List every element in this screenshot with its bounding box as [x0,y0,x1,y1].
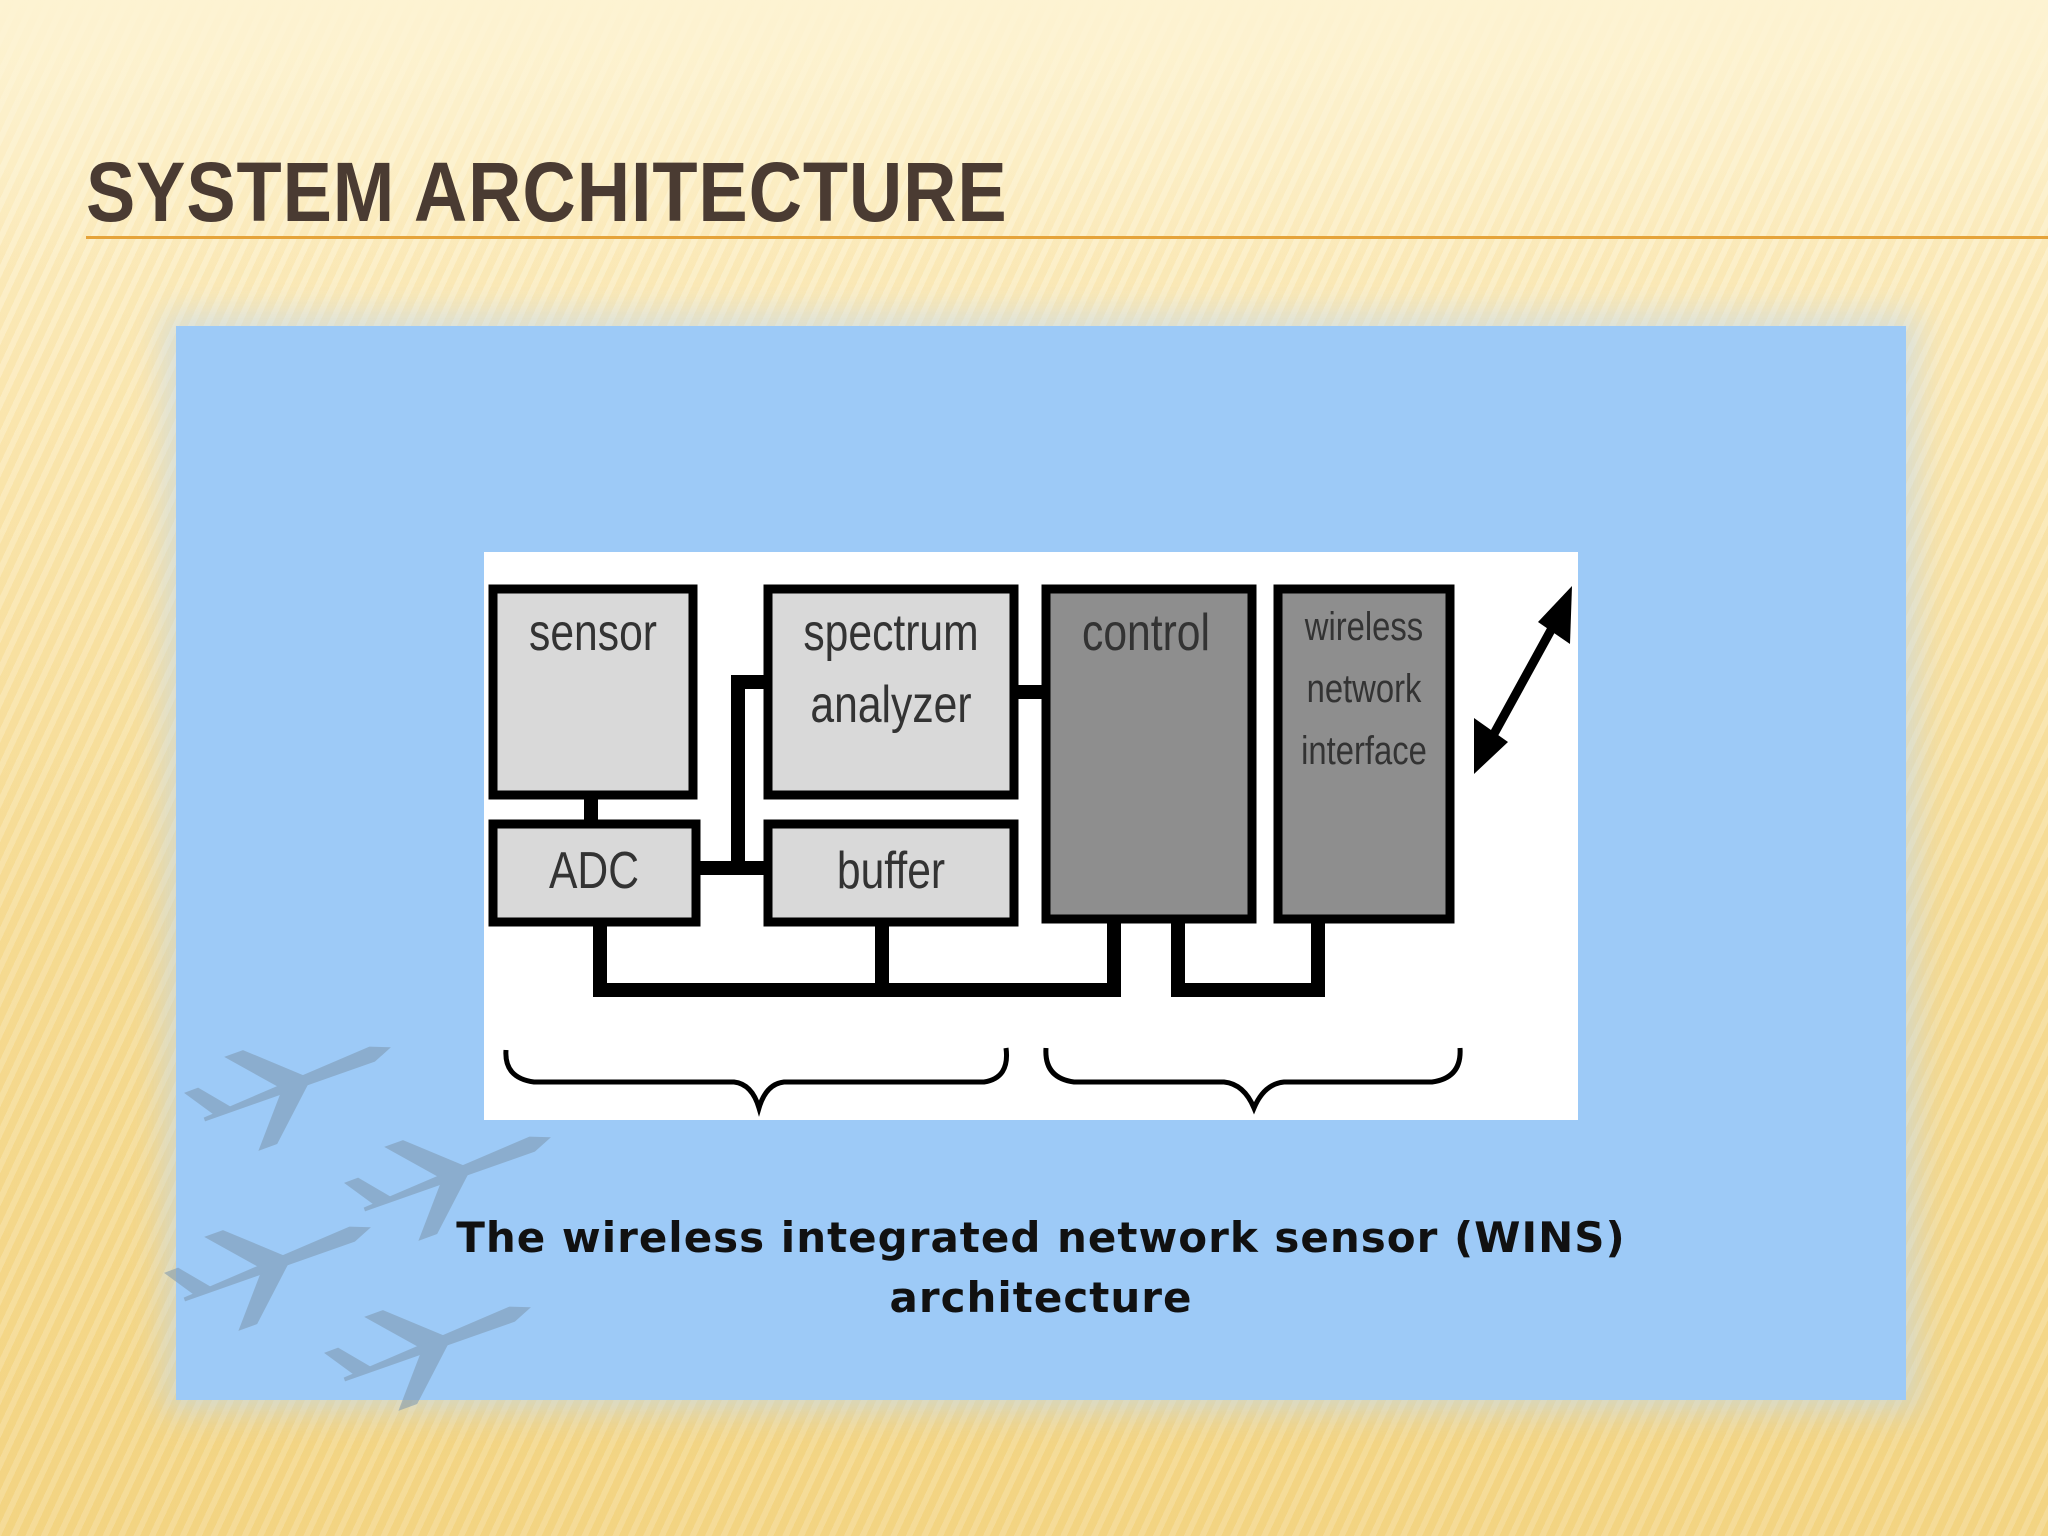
wireless-label-line1: wireless [1304,604,1423,649]
wireless-label-line3: interface [1301,728,1427,773]
fighter-jets-watermark [164,1046,551,1411]
buffer-label: buffer [837,842,945,900]
jet-3 [164,1226,371,1331]
left-brace [503,1047,1010,1117]
caption-line-2: architecture [889,1273,1193,1322]
jet-2 [344,1136,551,1241]
bidirectional-arrow-icon [1474,586,1572,774]
caption-line-1: The wireless integrated network sensor (… [456,1213,1626,1262]
buffer-block [763,819,1019,927]
wireless-label-line2: network [1307,666,1422,711]
diagram-caption: The wireless integrated network sensor (… [176,1208,1906,1328]
adc-block [488,819,701,927]
title-underline [86,236,2048,239]
control-label: control [1082,604,1210,662]
wire-main-bus [593,922,1121,997]
wireless-network-interface-block [1273,584,1455,924]
adc-label: ADC [549,842,639,900]
spectrum-label-line1: spectrum [803,604,978,662]
right-brace [1043,1047,1463,1115]
wire-branch-spectrum [731,675,766,868]
jet-4 [324,1306,531,1411]
control-block [1041,584,1257,924]
jet-1 [184,1046,391,1151]
slide-title: SYSTEM ARCHITECTURE [86,145,1008,239]
sensor-label: sensor [529,604,657,662]
spectrum-analyzer-block [763,584,1019,800]
spectrum-label-line2: analyzer [810,676,971,734]
sensor-block [488,584,698,800]
wire-control-wireless-bus [1171,922,1325,997]
wins-architecture-diagram: sensor spectrum analyzer control wireles… [484,552,1578,1120]
